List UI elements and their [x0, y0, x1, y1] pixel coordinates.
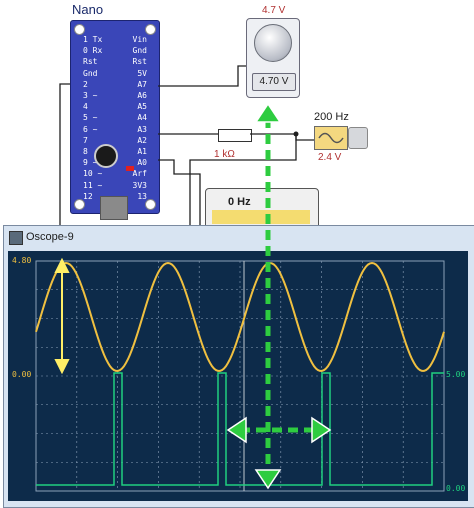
- pin-label-right: Rst: [132, 57, 147, 67]
- pin-label-right: A2: [137, 135, 147, 145]
- pin-label-left: 11 ~: [83, 180, 103, 190]
- pot-value-label: 4.7 V: [262, 5, 286, 16]
- pin-label-right: A4: [137, 113, 147, 123]
- pin-label-right: 13: [137, 191, 147, 201]
- meter-display: [212, 210, 310, 224]
- oscilloscope-icon: [9, 231, 23, 245]
- pin-label-right: A6: [137, 91, 147, 100]
- meter-reading: 0 Hz: [228, 196, 251, 208]
- pot-knob[interactable]: [254, 24, 292, 62]
- function-generator[interactable]: [314, 126, 348, 150]
- pin-label-left: Rst: [83, 57, 98, 67]
- reset-button[interactable]: [94, 144, 118, 168]
- pin-label-left: 0 Rx: [83, 46, 103, 56]
- pin-label-left: 7: [83, 135, 88, 145]
- pin-label-right: A5: [137, 102, 147, 112]
- mount-hole: [145, 24, 156, 35]
- resistor[interactable]: [218, 129, 252, 142]
- pin-label-left: 2: [83, 79, 88, 89]
- generator-voltage: 2.4 V: [318, 152, 342, 163]
- wiring: [59, 65, 314, 228]
- oscilloscope-plot: [35, 260, 445, 492]
- wire-5v: [158, 65, 246, 87]
- mount-hole: [145, 199, 156, 210]
- resistor-label: 1 kΩ: [214, 149, 235, 160]
- wire-left: [59, 83, 70, 228]
- pin-label-right: 5V: [137, 68, 147, 78]
- ch2-zero-label: 0.00: [446, 484, 466, 493]
- pin-label-right: Vin: [132, 35, 147, 44]
- pin-label-left: 5 ~: [83, 113, 98, 123]
- oscilloscope-screen[interactable]: [8, 251, 468, 501]
- pin-label-left: 8: [83, 147, 88, 156]
- nano-title: Nano: [72, 2, 104, 17]
- power-led: [126, 166, 134, 171]
- pin-label-left: 9 ~: [83, 158, 98, 168]
- pin-label-left: 10 ~: [83, 169, 103, 179]
- pin-label-left: 1 Tx: [83, 35, 103, 44]
- mount-hole: [74, 24, 85, 35]
- pin-label-right: A7: [137, 79, 147, 89]
- junction-dot: [293, 131, 299, 137]
- generator-frequency: 200 Hz: [314, 111, 349, 123]
- wire-to-meter: [189, 134, 297, 228]
- pin-label-right: Gnd: [132, 46, 147, 56]
- ch2-pulse-trace: [36, 372, 444, 486]
- sine-wave-icon: [318, 132, 344, 144]
- wire-gnd: [158, 159, 201, 228]
- oscilloscope-title: Oscope-9: [26, 231, 74, 243]
- mount-hole: [74, 199, 85, 210]
- ch1-zero-label: 0.00: [12, 370, 32, 379]
- pin-label-right: A3: [137, 124, 147, 134]
- generator-toggle[interactable]: [348, 127, 368, 149]
- ch1-sine-trace: [35, 261, 445, 372]
- pin-label-left: 4: [83, 102, 88, 112]
- pin-label-left: 6 ~: [83, 124, 98, 134]
- ch1-top-label: 4.80: [12, 256, 32, 265]
- pin-label-right: A0: [137, 158, 147, 168]
- pin-label-right: Arf: [132, 169, 147, 179]
- pin-label-right: 3V3: [132, 180, 147, 190]
- pin-label-left: 3 ~: [83, 91, 98, 100]
- wire-res-gen: [250, 133, 314, 141]
- usb-connector: [100, 196, 128, 220]
- pin-label-left: 12: [83, 191, 93, 201]
- pin-label-right: A1: [137, 147, 147, 156]
- pin-label-left: Gnd: [83, 68, 98, 78]
- ch2-top-label: 5.00: [446, 370, 466, 379]
- pot-readout: 4.70 V: [252, 73, 296, 91]
